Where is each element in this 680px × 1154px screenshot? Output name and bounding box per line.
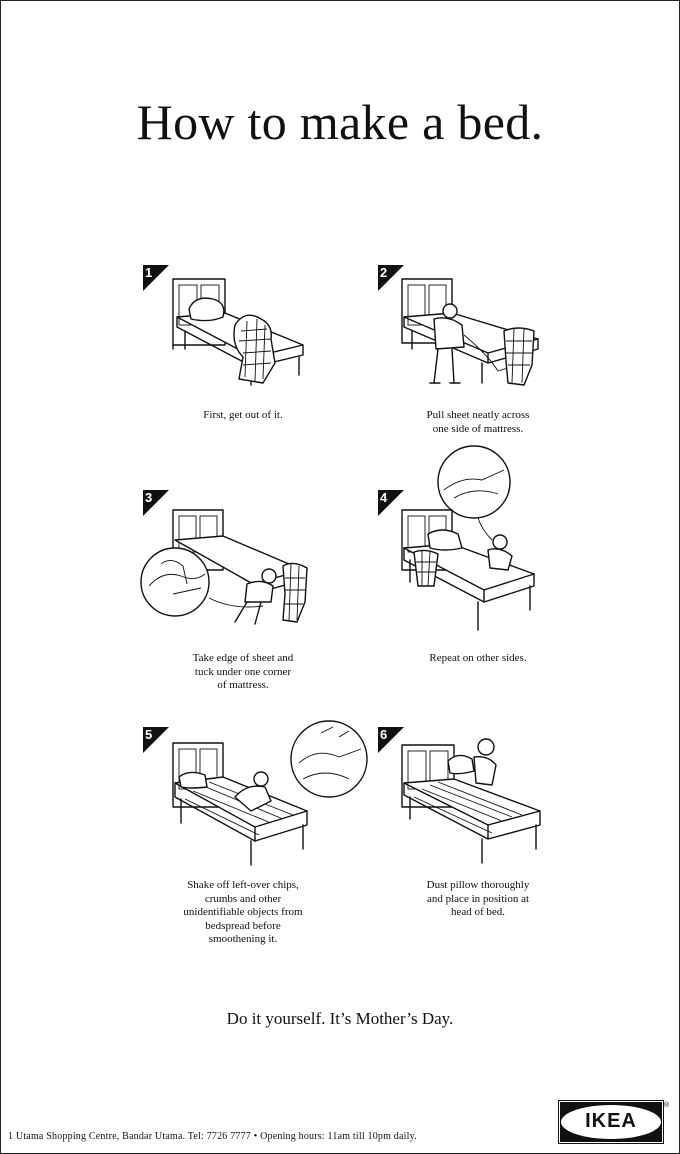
step-caption: Repeat on other sides. bbox=[429, 652, 527, 664]
step-number: 3 bbox=[145, 490, 153, 505]
step-caption: Dust pillow thoroughly and place in posi… bbox=[426, 879, 530, 918]
footer-address: 1 Utama Shopping Centre, Bandar Utama. T… bbox=[8, 1131, 417, 1142]
detail-inset bbox=[437, 445, 511, 519]
step-number-badge bbox=[143, 727, 169, 753]
tagline: Do it yourself. It’s Mother’s Day. bbox=[226, 1009, 454, 1028]
step-number-badge bbox=[378, 265, 404, 291]
bed-illustration bbox=[172, 720, 368, 866]
step-number-badge bbox=[143, 265, 169, 291]
step-number: 1 bbox=[145, 265, 153, 280]
bed-illustration bbox=[401, 278, 539, 386]
registered-mark: ® bbox=[664, 1102, 670, 1109]
bed-illustration bbox=[401, 445, 535, 631]
step-caption: Pull sheet neatly across one side of mat… bbox=[426, 409, 530, 435]
page-title: How to make a bed. bbox=[136, 94, 544, 150]
bed-illustration bbox=[140, 509, 308, 625]
step-number: 2 bbox=[380, 265, 388, 280]
brand-name: IKEA bbox=[585, 1110, 637, 1132]
detail-inset bbox=[290, 720, 368, 798]
logo-oval-icon bbox=[558, 1100, 664, 1144]
step-number: 6 bbox=[380, 727, 388, 742]
step-caption: Take edge of sheet and tuck under one co… bbox=[192, 652, 294, 691]
step-number-badge bbox=[378, 490, 404, 516]
pillow bbox=[447, 754, 475, 775]
detail-inset bbox=[140, 547, 210, 617]
step-number: 4 bbox=[380, 490, 388, 505]
bed-illustration bbox=[401, 738, 541, 864]
step-number-badge bbox=[378, 727, 404, 753]
brand-logo: IKEA bbox=[558, 1100, 664, 1144]
step-number: 5 bbox=[145, 727, 153, 742]
step-caption: First, get out of it. bbox=[203, 409, 283, 421]
step-caption: Shake off left-over chips, crumbs and ot… bbox=[183, 879, 303, 945]
step-number-badge bbox=[143, 490, 169, 516]
bed-illustration bbox=[172, 278, 304, 386]
